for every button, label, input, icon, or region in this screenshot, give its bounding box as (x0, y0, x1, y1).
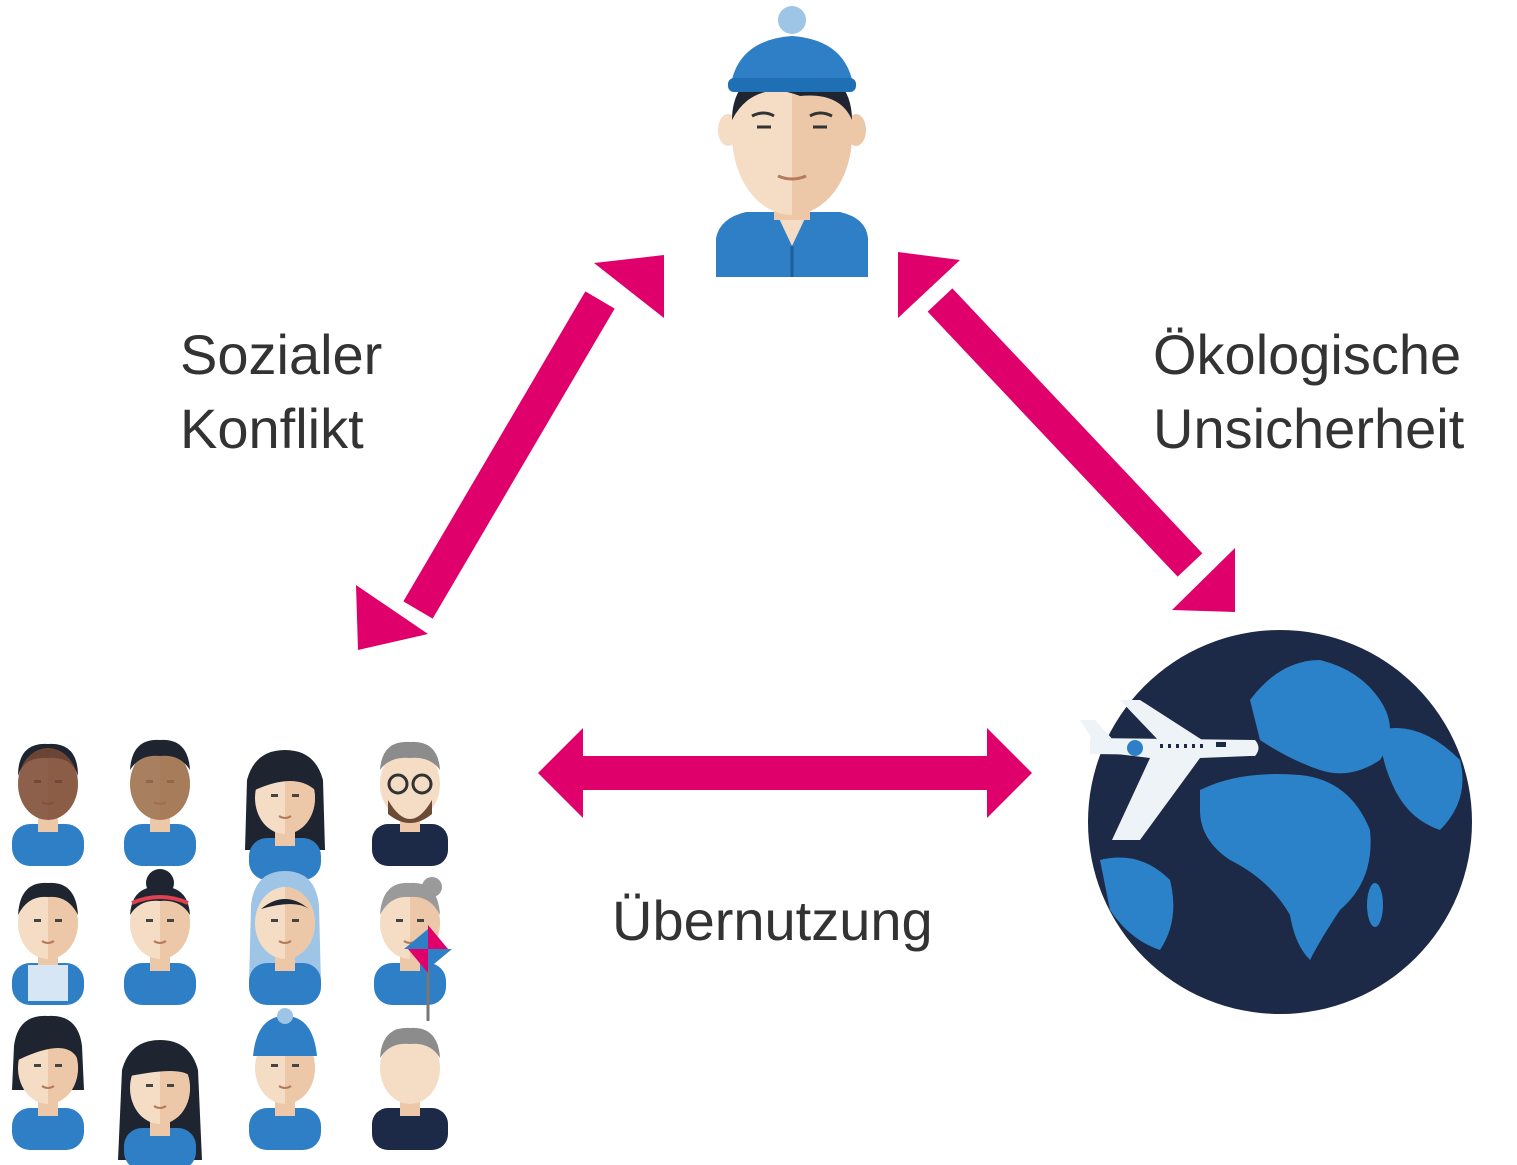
arrow-overuse (538, 728, 1032, 818)
group-of-people-icon (11, 739, 452, 1165)
arrowhead-bottom-right (1172, 548, 1235, 612)
person-avatar (123, 739, 197, 867)
arrowhead-left (538, 728, 583, 818)
label-ecological-uncertainty-line2: Unsicherheit (1153, 397, 1465, 460)
label-social-conflict-line1: Sozialer (180, 323, 383, 386)
arrowhead-top-left (594, 255, 664, 318)
person-avatar (123, 869, 197, 1006)
airplane-icon (1080, 700, 1259, 840)
label-ecological-uncertainty-line1: Ökologische (1153, 323, 1462, 386)
arrowhead-right (987, 728, 1032, 818)
globe-with-airplane-icon (1080, 630, 1472, 1014)
person-avatar (248, 871, 322, 1006)
arrow-social-conflict (356, 255, 664, 650)
label-social-conflict-line2: Konflikt (180, 397, 364, 460)
person-avatar (245, 750, 325, 881)
pinwheel-icon (404, 925, 452, 1021)
label-overuse-text: Übernutzung (612, 889, 933, 952)
person-avatar (118, 1040, 202, 1165)
arrow-ecological-uncertainty (898, 252, 1235, 612)
person-avatar (11, 1015, 85, 1151)
person-avatar (372, 1027, 448, 1150)
person-avatar (11, 743, 85, 867)
label-overuse: Übernutzung (612, 884, 933, 958)
person-avatar (248, 1008, 322, 1151)
arrowhead-top-right (898, 252, 960, 318)
person-avatar (373, 877, 452, 1021)
person-avatar (372, 741, 448, 866)
arrowhead-bottom-left (356, 585, 428, 650)
person-with-beanie-icon (716, 6, 868, 277)
label-social-conflict: Sozialer Konflikt (180, 318, 382, 466)
person-avatar (11, 882, 85, 1006)
label-ecological-uncertainty: Ökologische Unsicherheit (1153, 318, 1464, 466)
